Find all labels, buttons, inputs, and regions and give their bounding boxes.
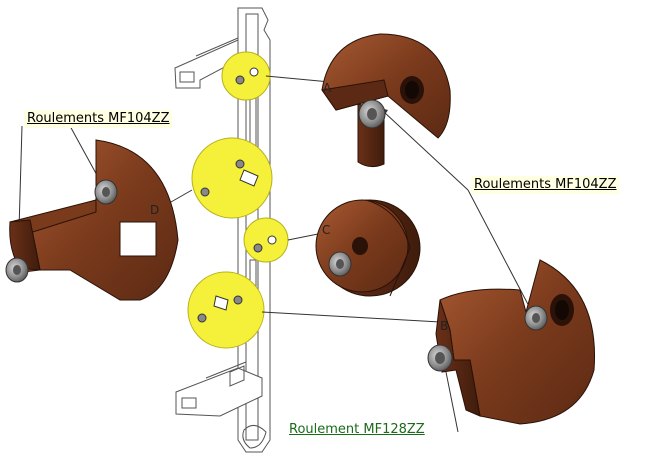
callout-left-bearing: Roulements MF104ZZ <box>24 110 173 128</box>
highlight-d <box>191 137 273 219</box>
part-letter-b: B <box>440 319 448 333</box>
callout-right-bearing: Roulements MF104ZZ <box>471 176 620 194</box>
callout-bottom-bearing: Roulement MF128ZZ <box>286 421 428 439</box>
highlight-a <box>221 51 271 101</box>
part-b <box>427 259 596 425</box>
part-letter-c: C <box>322 223 330 237</box>
highlight-b <box>187 271 265 349</box>
part-d <box>5 139 179 301</box>
highlight-c <box>243 217 289 263</box>
part-letter-d: D <box>150 203 159 217</box>
part-letter-a: A <box>323 81 332 95</box>
part-c <box>315 199 421 297</box>
part-a <box>321 33 451 168</box>
